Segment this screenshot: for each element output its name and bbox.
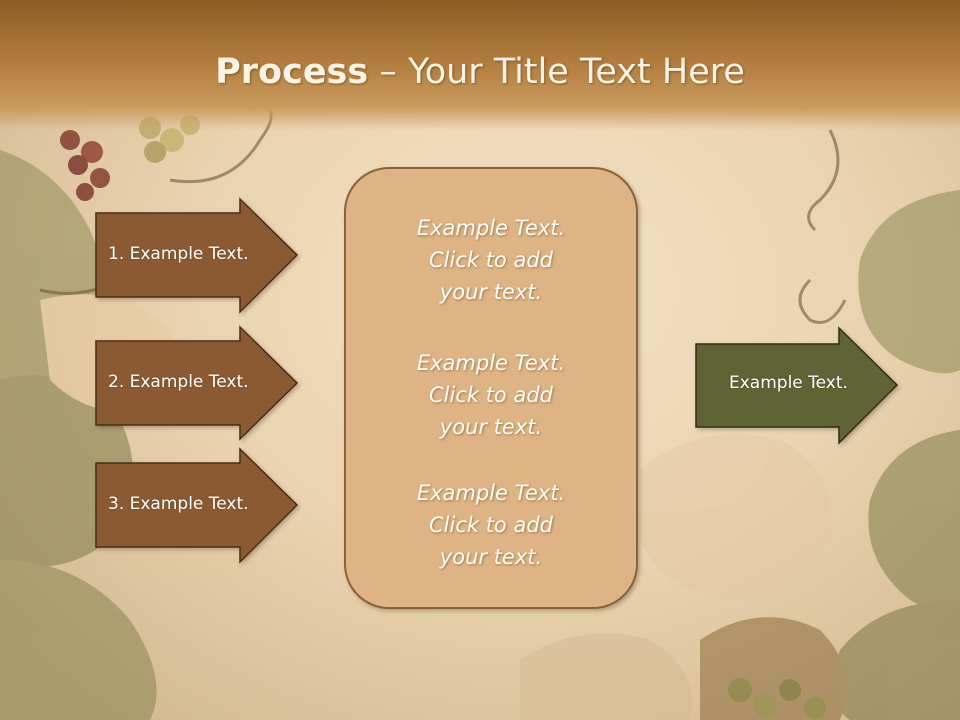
left-arrow-2-label: 2. Example Text. [108,372,249,392]
grape-shape [68,155,88,175]
slide-title: Process – Your Title Text Here [0,52,960,92]
center-box[interactable] [344,167,638,609]
leaf-shape [640,434,832,600]
grape-shape [76,183,94,201]
grape-shape [753,693,777,717]
left-arrow-3[interactable] [95,447,299,564]
center-text-block-3: Example Text. Click to add your text. [345,477,637,573]
leaf-shape [868,430,960,614]
leaf-shape [520,633,692,720]
left-arrow-1[interactable] [95,197,299,314]
center-text-line: your text. [439,545,543,569]
leaf-shape [832,600,960,720]
center-text-line: your text. [439,280,543,304]
center-text-line: Click to add [428,513,553,537]
grape-shape [160,128,184,152]
center-text-line: Example Text. [416,351,566,375]
left-arrow-1-label: 1. Example Text. [108,244,249,264]
grape-shape [779,679,801,701]
center-text-line: Example Text. [416,216,566,240]
center-text-block-1: Example Text. Click to add your text. [345,212,637,308]
center-text-line: your text. [439,415,543,439]
center-text-block-2: Example Text. Click to add your text. [345,347,637,443]
left-arrow-2[interactable] [95,325,299,441]
vine-tendril [798,278,847,324]
grape-shape [81,141,103,163]
center-text-line: Click to add [428,248,553,272]
grape-shape [90,168,110,188]
title-rest: Your Title Text Here [407,52,745,92]
vine-tendril [807,129,840,232]
grape-shape [728,678,752,702]
grape-shape [60,130,80,150]
title-bold: Process [215,52,369,92]
grape-shape [144,141,166,163]
center-text-line: Click to add [428,383,553,407]
leaf-shape [0,560,157,720]
title-separator: – [368,52,408,92]
right-arrow[interactable] [695,326,899,445]
right-arrow-label: Example Text. [729,373,848,393]
center-text-line: Example Text. [416,481,566,505]
grape-shape [804,697,826,719]
left-arrow-3-label: 3. Example Text. [108,494,249,514]
title-bar [0,0,960,130]
leaf-shape [858,190,960,374]
